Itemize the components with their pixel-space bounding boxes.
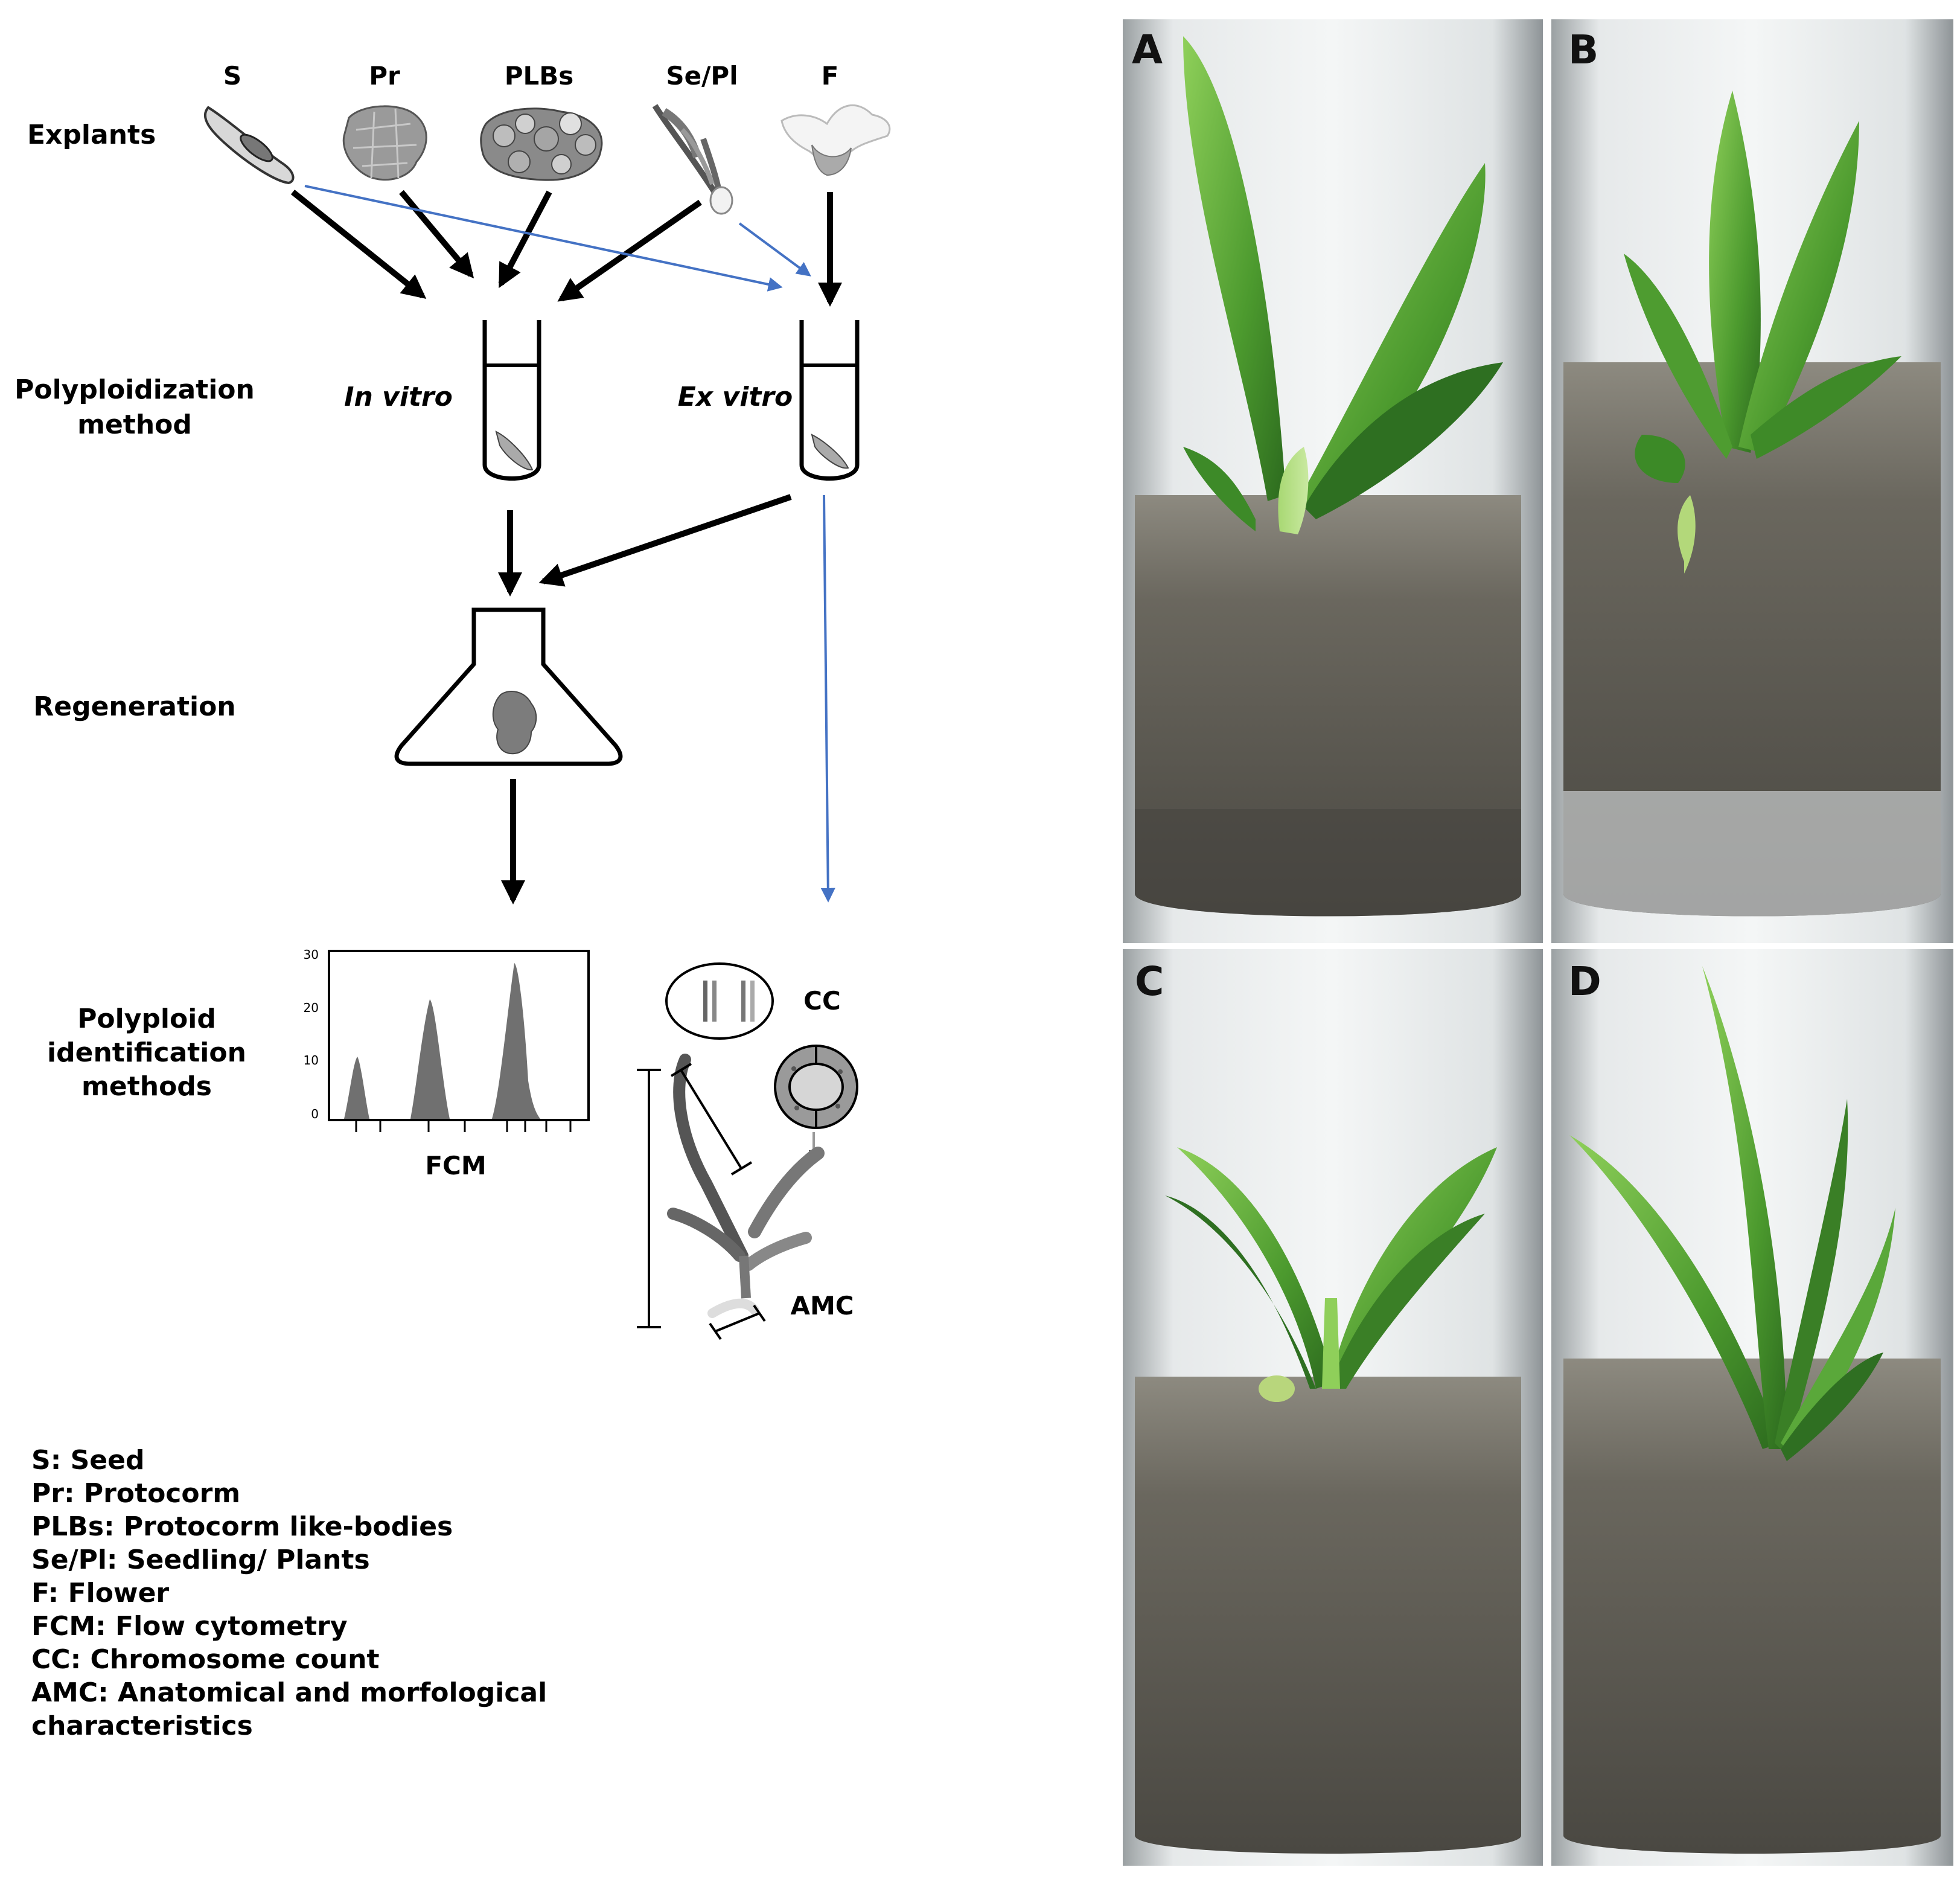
- stomata-cell-icon: [774, 1045, 858, 1160]
- polyploidization-label-line1: Polyploidization: [14, 374, 255, 405]
- panel-d-label: D: [1568, 958, 1601, 1005]
- cc-label: CC: [803, 986, 841, 1016]
- panel-b-label: B: [1568, 27, 1598, 73]
- polyploidization-label-line2: method: [77, 409, 192, 440]
- ex-vitro-tube: [799, 320, 860, 481]
- in-vitro-label: In vitro: [344, 382, 453, 412]
- legend-item: S: Seed: [31, 1445, 144, 1476]
- identification-label-line1: Polyploid: [77, 1004, 216, 1034]
- amc-plantlet-illustration: [637, 1054, 825, 1340]
- blue-arrows: [304, 185, 835, 903]
- legend-item: F: Flower: [31, 1578, 169, 1609]
- fcm-histogram: 30 20 10 0: [304, 947, 590, 1132]
- blue-arrow-exvitro-to-amc: [820, 495, 835, 903]
- plbs-illustration: [480, 107, 603, 181]
- explant-label-sepl: Se/Pl: [666, 61, 738, 91]
- fcm-ytick-10: 10: [304, 1053, 319, 1068]
- legend-item: PLBs: Protocorm like-bodies: [31, 1511, 453, 1542]
- arrow-s-to-invitro: [290, 190, 427, 299]
- explant-label-s: S: [223, 61, 241, 91]
- arrow-plbs-to-invitro: [498, 190, 552, 289]
- fcm-ytick-0: 0: [311, 1107, 319, 1121]
- protocorm-illustration: [342, 105, 427, 181]
- legend-item: AMC: Anatomical and morfological: [31, 1677, 547, 1708]
- in-vitro-tube: [482, 320, 541, 481]
- explant-label-pr: Pr: [369, 61, 400, 91]
- panel-c-photo: C: [1123, 949, 1543, 1866]
- panel-b-photo: B: [1551, 19, 1953, 943]
- blue-arrow-sepl-to-exvitro: [738, 222, 811, 277]
- regeneration-label: Regeneration: [33, 691, 235, 722]
- explants-row-label: Explants: [27, 120, 156, 150]
- explant-label-f: F: [822, 61, 839, 91]
- flask-illustration: [394, 607, 623, 766]
- photo-panels: A B C: [1123, 19, 1953, 1866]
- panel-c-label: C: [1135, 958, 1164, 1005]
- arrow-sepl-to-invitro: [557, 199, 702, 302]
- legend-item: CC: Chromosome count: [31, 1644, 380, 1675]
- fcm-ytick-20: 20: [304, 1000, 319, 1015]
- diagram: Explants S Pr PLBs Se/Pl F: [14, 61, 891, 1741]
- abbreviation-legend: S: Seed Pr: Protocorm PLBs: Protocorm li…: [31, 1445, 547, 1741]
- identification-label-line3: methods: [81, 1071, 212, 1102]
- panel-a-photo: A: [1123, 19, 1543, 943]
- arrow-exvitro-to-flask: [538, 494, 792, 587]
- explant-arrows: [290, 190, 842, 307]
- panel-a-label: A: [1132, 27, 1163, 73]
- fcm-label: FCM: [425, 1151, 486, 1180]
- legend-item: Se/Pl: Seedling/ Plants: [31, 1544, 370, 1575]
- legend-item: Pr: Protocorm: [31, 1478, 240, 1509]
- seed-illustration: [203, 106, 295, 185]
- blue-arrow-s-to-exvitro: [304, 185, 783, 292]
- arrow-pr-to-invitro: [399, 190, 474, 279]
- identification-label-line2: identification: [47, 1037, 246, 1068]
- explant-label-plbs: PLBs: [505, 61, 574, 91]
- legend-item: FCM: Flow cytometry: [31, 1611, 348, 1642]
- legend-item: characteristics: [31, 1711, 253, 1741]
- fcm-ytick-30: 30: [304, 947, 319, 962]
- chromosome-count-icon: [665, 962, 774, 1040]
- amc-label: AMC: [790, 1291, 854, 1320]
- flower-illustration: [780, 104, 891, 176]
- panel-d-photo: D: [1551, 949, 1953, 1866]
- ex-vitro-label: Ex vitro: [678, 382, 793, 412]
- seedling-illustration: [652, 104, 733, 215]
